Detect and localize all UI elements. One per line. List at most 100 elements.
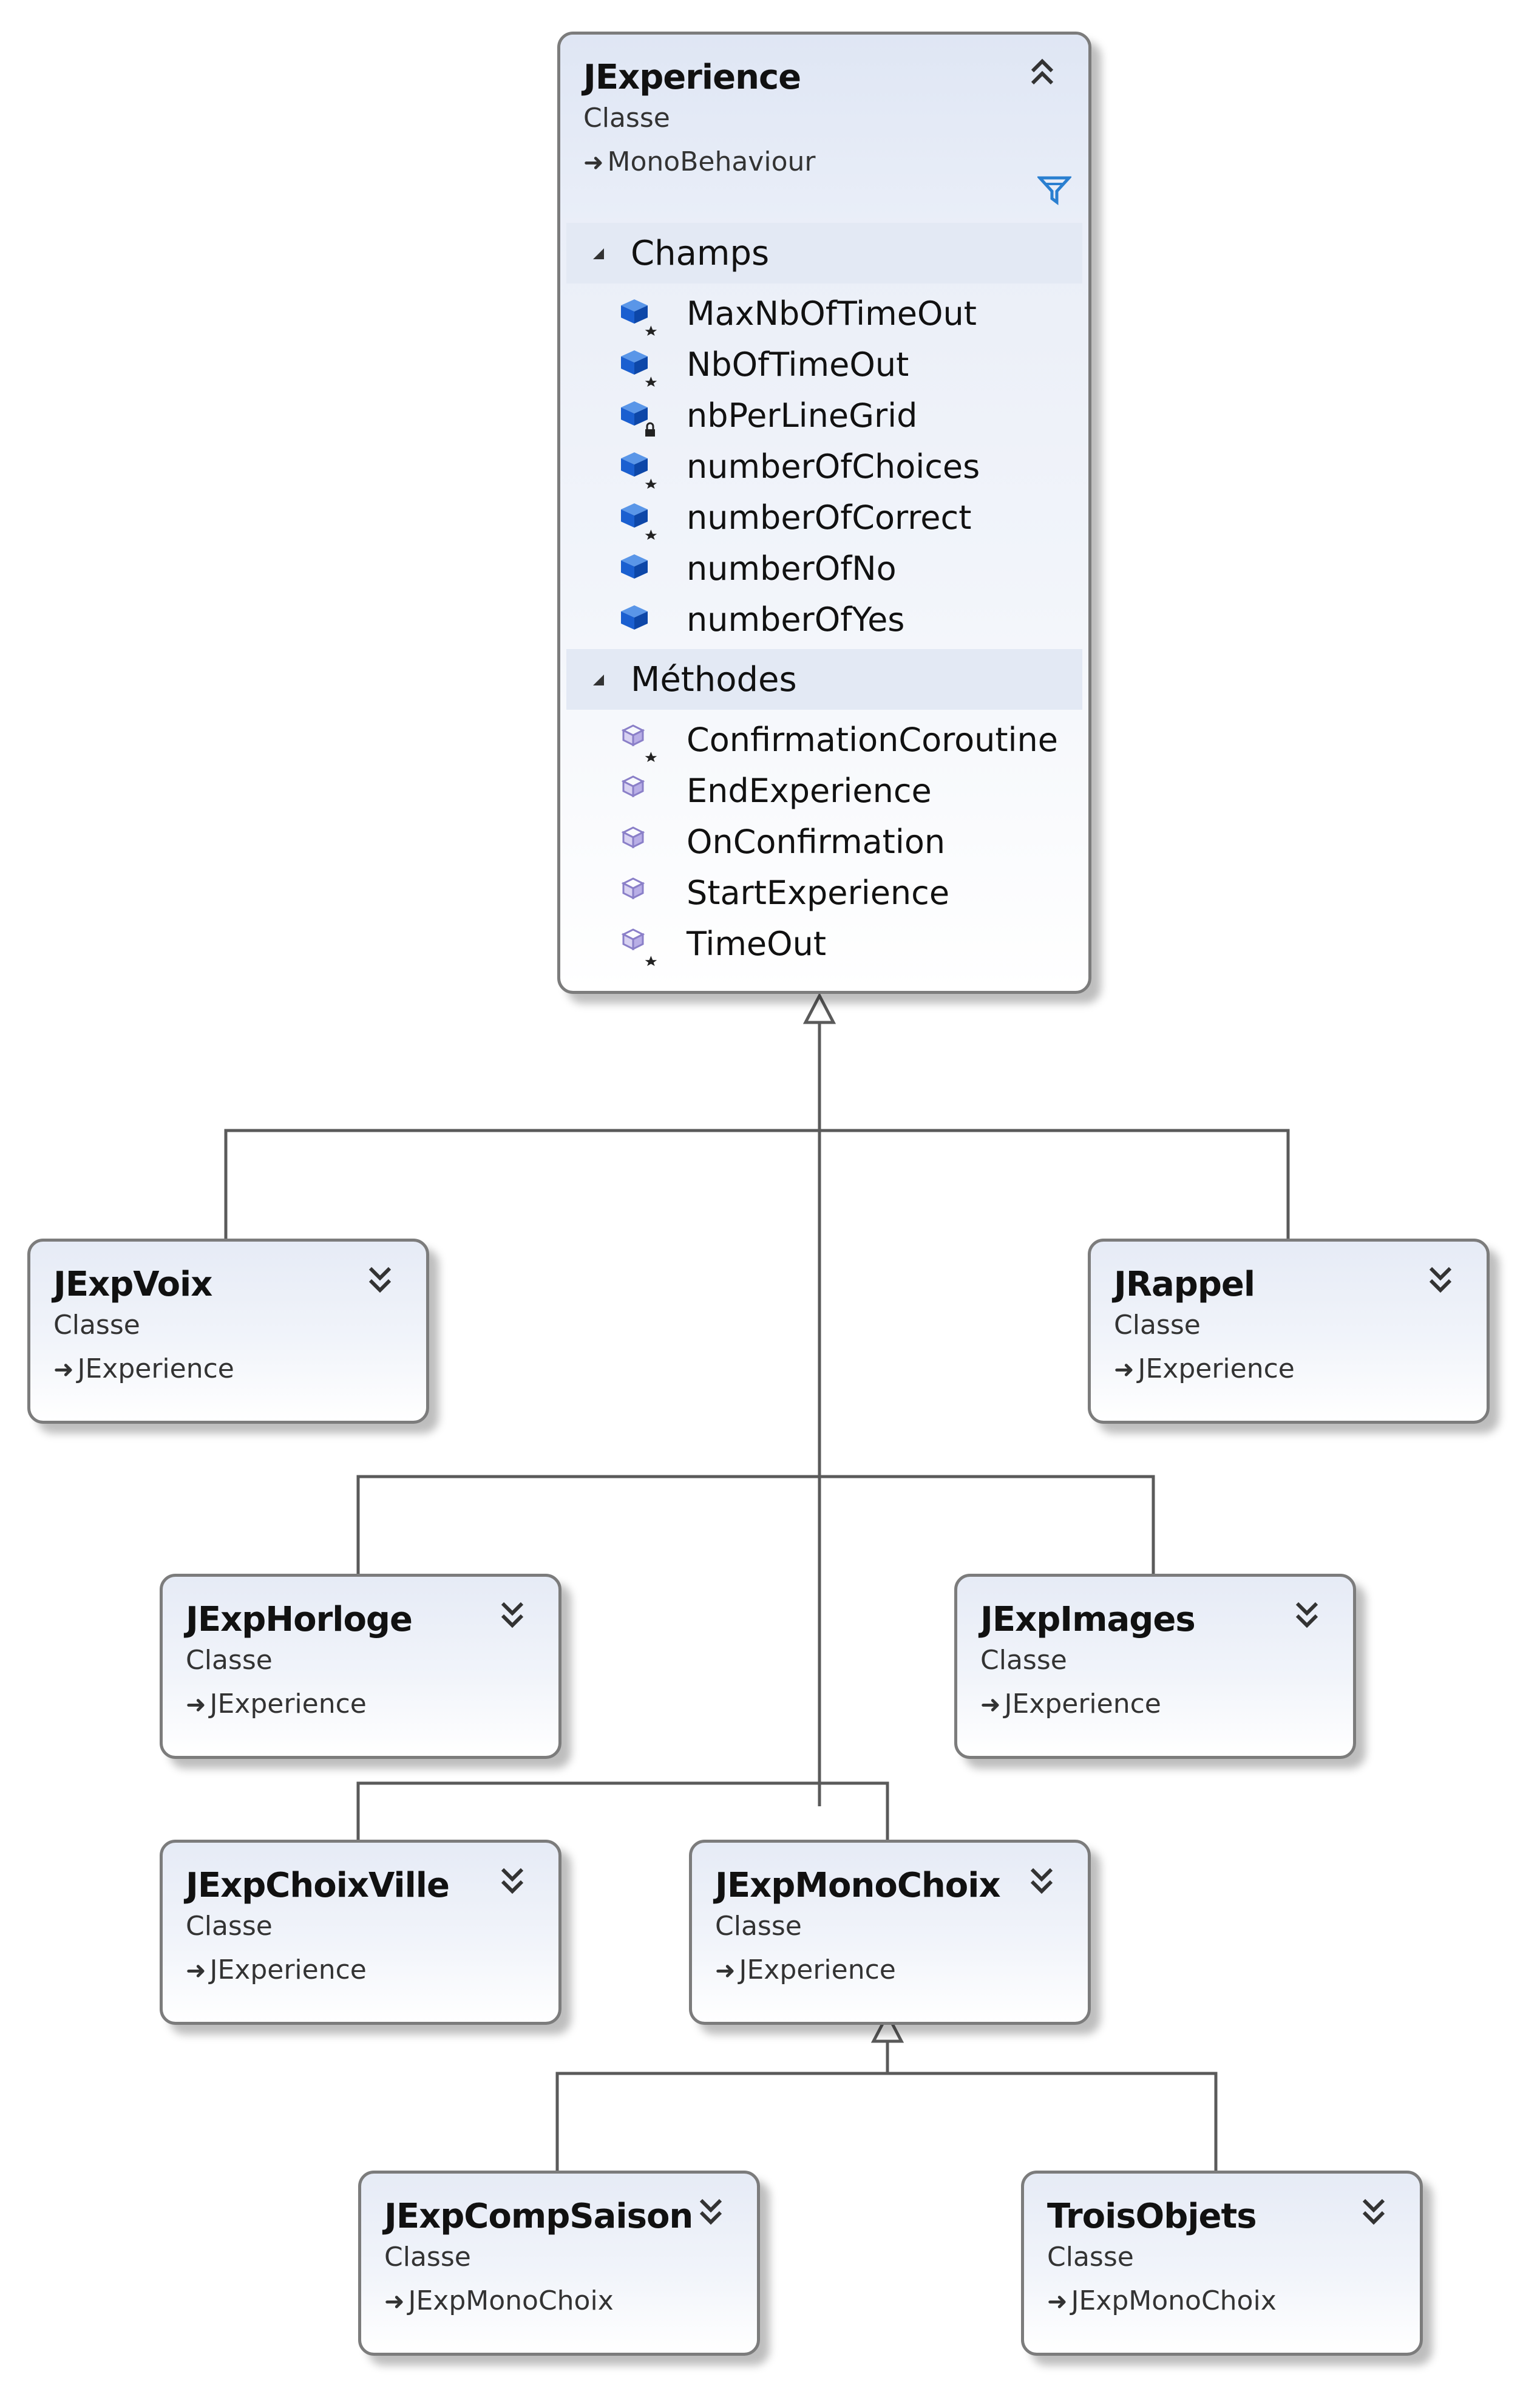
- base-class-name: MonoBehaviour: [607, 146, 816, 177]
- method-static-icon: [621, 928, 657, 966]
- class-base: ➜JExperience: [53, 1353, 234, 1384]
- field-name: MaxNbOfTimeOut: [687, 294, 977, 333]
- base-class-name: JExperience: [739, 1954, 896, 1985]
- field-icon: [621, 554, 648, 579]
- class-troisobjets[interactable]: TroisObjets Classe ➜JExpMonoChoix: [1021, 2171, 1423, 2356]
- class-name: JExpMonoChoix: [715, 1866, 1001, 1905]
- chevron-double-down-icon[interactable]: [1023, 1861, 1060, 1900]
- method-item[interactable]: OnConfirmation: [560, 818, 1088, 869]
- class-header: [560, 35, 1088, 218]
- base-class-name: JExperience: [1138, 1353, 1295, 1384]
- field-name: numberOfNo: [687, 549, 897, 588]
- class-name: TroisObjets: [1047, 2197, 1257, 2236]
- base-class-name: JExperience: [209, 1688, 367, 1719]
- class-jexphorloge[interactable]: JExpHorloge Classe ➜JExperience: [160, 1574, 561, 1759]
- section-methods-label: Méthodes: [631, 660, 797, 699]
- class-jrappel[interactable]: JRappel Classe ➜JExperience: [1088, 1239, 1490, 1424]
- chevron-double-down-icon[interactable]: [494, 1861, 531, 1900]
- base-class-name: JExperience: [209, 1954, 367, 1985]
- inheritance-arrow-icon: ➜: [53, 1356, 74, 1384]
- class-base: ➜JExperience: [186, 1954, 367, 1985]
- class-name: JExpCompSaison: [384, 2197, 693, 2236]
- method-icon: [621, 877, 645, 900]
- class-kind: Classe: [186, 1911, 273, 1942]
- chevron-double-down-icon[interactable]: [494, 1595, 531, 1634]
- chevron-double-down-icon[interactable]: [1422, 1260, 1459, 1299]
- section-methods[interactable]: Méthodes: [566, 649, 1082, 710]
- class-base: ➜JExperience: [1114, 1353, 1295, 1384]
- field-item[interactable]: numberOfChoices: [560, 443, 1088, 494]
- method-item[interactable]: ConfirmationCoroutine: [560, 716, 1088, 767]
- filter-icon[interactable]: [1037, 174, 1071, 206]
- method-name: OnConfirmation: [687, 823, 946, 861]
- field-name: NbOfTimeOut: [687, 345, 909, 384]
- field-item[interactable]: numberOfYes: [560, 596, 1088, 647]
- field-static-icon: [621, 350, 657, 387]
- class-base: ➜JExperience: [186, 1688, 367, 1719]
- class-jexpimages[interactable]: JExpImages Classe ➜JExperience: [954, 1574, 1356, 1759]
- chevron-double-down-icon[interactable]: [1355, 2192, 1392, 2231]
- class-kind: Classe: [186, 1645, 273, 1676]
- class-name: JExperience: [583, 58, 801, 97]
- method-item[interactable]: EndExperience: [560, 767, 1088, 818]
- bus-horloge-images: [356, 1475, 1155, 1574]
- class-jexpchoixville[interactable]: JExpChoixVille Classe ➜JExperience: [160, 1840, 561, 2025]
- field-static-icon: [621, 299, 657, 336]
- base-class-name: JExperience: [1004, 1688, 1161, 1719]
- chevron-double-down-icon[interactable]: [362, 1260, 398, 1299]
- class-kind: Classe: [980, 1645, 1067, 1676]
- inheritance-arrow-icon: ➜: [186, 1691, 206, 1719]
- class-name: JExpVoix: [53, 1265, 212, 1304]
- collapse-triangle-icon[interactable]: [592, 247, 605, 260]
- class-base: ➜JExpMonoChoix: [1047, 2285, 1277, 2316]
- bus-compsaison-troisobjets: [555, 2072, 1218, 2171]
- class-kind: Classe: [384, 2242, 471, 2273]
- section-fields[interactable]: Champs: [566, 223, 1082, 284]
- field-item[interactable]: NbOfTimeOut: [560, 341, 1088, 392]
- method-icon: [621, 775, 645, 798]
- class-kind: Classe: [1047, 2242, 1134, 2273]
- inheritance-arrow-icon: ➜: [980, 1691, 1001, 1719]
- method-item[interactable]: StartExperience: [560, 869, 1088, 920]
- base-class-name: JExpMonoChoix: [408, 2285, 614, 2316]
- class-base: ➜JExpMonoChoix: [384, 2285, 614, 2316]
- class-jexpmonochoix[interactable]: JExpMonoChoix Classe ➜JExperience: [689, 1840, 1091, 2025]
- field-icon: [621, 605, 648, 630]
- method-name: TimeOut: [687, 925, 827, 963]
- class-kind: Classe: [583, 103, 670, 134]
- field-item[interactable]: nbPerLineGrid: [560, 392, 1088, 443]
- inherit-arrow-jexpmonochoix: [870, 2011, 904, 2043]
- inheritance-arrow-icon: ➜: [715, 1957, 736, 1985]
- method-name: StartExperience: [687, 874, 950, 912]
- chevron-double-down-icon[interactable]: [693, 2192, 729, 2231]
- class-jexpcompsaison[interactable]: JExpCompSaison Classe ➜JExpMonoChoix: [358, 2171, 760, 2356]
- collapse-triangle-icon[interactable]: [592, 673, 605, 687]
- class-base: ➜JExperience: [980, 1688, 1161, 1719]
- class-jexperience[interactable]: JExperience Classe ➜MonoBehaviour Champs…: [557, 32, 1091, 994]
- field-item[interactable]: MaxNbOfTimeOut: [560, 290, 1088, 341]
- method-icon: [621, 826, 645, 849]
- class-kind: Classe: [53, 1310, 140, 1341]
- method-name: EndExperience: [687, 772, 932, 810]
- base-class-name: JExpMonoChoix: [1071, 2285, 1277, 2316]
- field-name: numberOfCorrect: [687, 498, 972, 537]
- class-base: ➜JExperience: [715, 1954, 896, 1985]
- field-item[interactable]: numberOfCorrect: [560, 494, 1088, 545]
- field-name: numberOfYes: [687, 600, 905, 639]
- section-fields-label: Champs: [631, 234, 770, 273]
- field-static-icon: [621, 452, 657, 489]
- field-static-icon: [621, 503, 657, 540]
- chevron-double-up-icon[interactable]: [1024, 53, 1060, 92]
- bus-choixville-monochoix: [356, 1781, 889, 1840]
- field-name: nbPerLineGrid: [687, 396, 918, 435]
- class-name: JExpHorloge: [186, 1600, 413, 1639]
- method-item[interactable]: TimeOut: [560, 920, 1088, 971]
- class-jexpvoix[interactable]: JExpVoix Classe ➜JExperience: [27, 1239, 429, 1424]
- field-name: numberOfChoices: [687, 447, 980, 486]
- field-item[interactable]: numberOfNo: [560, 545, 1088, 596]
- chevron-double-down-icon[interactable]: [1289, 1595, 1325, 1634]
- method-static-icon: [621, 724, 657, 762]
- method-name: ConfirmationCoroutine: [687, 721, 1059, 759]
- inheritance-arrow-icon: ➜: [186, 1957, 206, 1985]
